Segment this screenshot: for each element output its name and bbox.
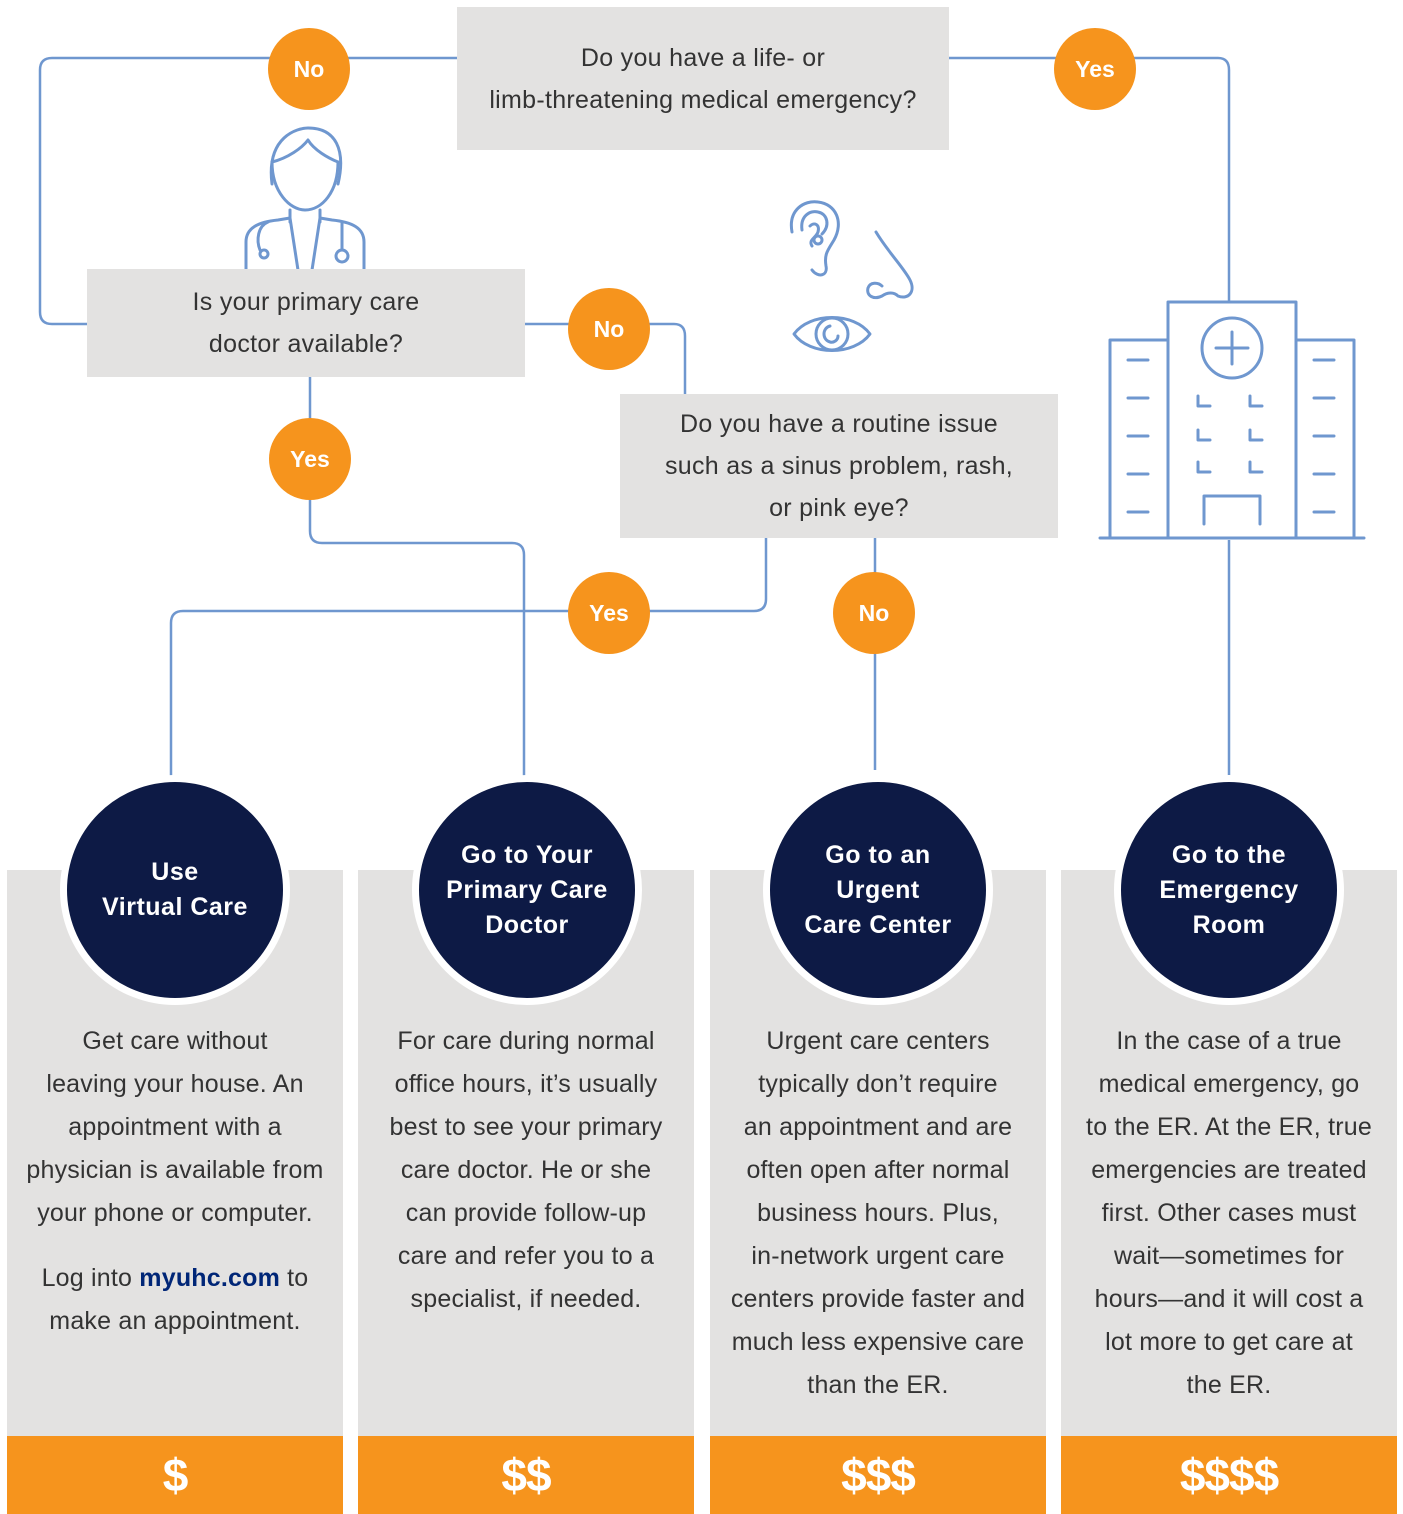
question-pcp-available-text: Is your primary care doctor available? [192, 288, 420, 358]
cost-indicator: $$ [358, 1436, 694, 1514]
ear-icon [789, 200, 840, 277]
outcome-description: Urgent care centers typically don’t requ… [730, 1027, 1026, 1399]
outcome-title: Go to the Emergency Room [1159, 840, 1299, 939]
outcome-circle-virtual-care: Use Virtual Care [60, 775, 290, 1005]
connector-emergency-no [38, 56, 458, 326]
login-prefix: Log into [41, 1264, 140, 1292]
badge-emergency-no: No [268, 28, 350, 110]
nose-icon [866, 230, 914, 300]
outcome-body: In the case of a true medical emergency,… [1061, 1020, 1397, 1429]
badge-pcp-no: No [568, 288, 650, 370]
outcome-body: For care during normal office hours, it’… [358, 1020, 694, 1343]
outcome-circle-primary-care: Go to Your Primary Care Doctor [412, 775, 642, 1005]
badge-routine-no: No [833, 572, 915, 654]
badge-pcp-yes: Yes [269, 418, 351, 500]
hospital-icon [1098, 300, 1366, 540]
login-suffix: to make an appointment. [49, 1264, 309, 1335]
connector-pcp-yes [308, 376, 526, 776]
question-emergency-text: Do you have a life- or limb-threatening … [489, 43, 917, 114]
cost-indicator: $ [7, 1436, 343, 1514]
connector-routine-yes [169, 538, 768, 776]
question-pcp-available: Is your primary care doctor available? [87, 269, 525, 377]
outcome-title: Go to an Urgent Care Center [804, 840, 952, 939]
question-routine-issue: Do you have a routine issue such as a si… [620, 394, 1058, 538]
connector-emergency-yes [948, 56, 1231, 302]
outcome-description: For care during normal office hours, it’… [389, 1027, 663, 1313]
question-emergency: Do you have a life- or limb-threatening … [457, 7, 949, 150]
outcome-title: Go to Your Primary Care Doctor [446, 840, 608, 939]
outcome-circle-emergency-room: Go to the Emergency Room [1114, 775, 1344, 1005]
outcome-body: Get care without leaving your house. An … [7, 1020, 343, 1365]
outcome-login-note: Log into myuhc.com to make an appointmen… [17, 1257, 333, 1343]
outcome-description: Get care without leaving your house. An … [26, 1027, 324, 1227]
badge-emergency-yes: Yes [1054, 28, 1136, 110]
cost-indicator: $$$$ [1061, 1436, 1397, 1514]
cost-indicator: $$$ [710, 1436, 1046, 1514]
doctor-icon [244, 126, 366, 272]
myuhc-link[interactable]: myuhc.com [139, 1264, 281, 1292]
outcome-body: Urgent care centers typically don’t requ… [710, 1020, 1046, 1429]
outcome-circle-urgent-care: Go to an Urgent Care Center [763, 775, 993, 1005]
connector-pcp-no [524, 322, 687, 395]
eye-icon [792, 316, 872, 352]
badge-routine-yes: Yes [568, 572, 650, 654]
outcome-card-virtual-care: Get care without leaving your house. An … [7, 870, 343, 1514]
outcome-description: In the case of a true medical emergency,… [1086, 1027, 1372, 1399]
outcome-title: Use Virtual Care [102, 858, 248, 921]
question-routine-issue-text: Do you have a routine issue such as a si… [664, 410, 1014, 522]
